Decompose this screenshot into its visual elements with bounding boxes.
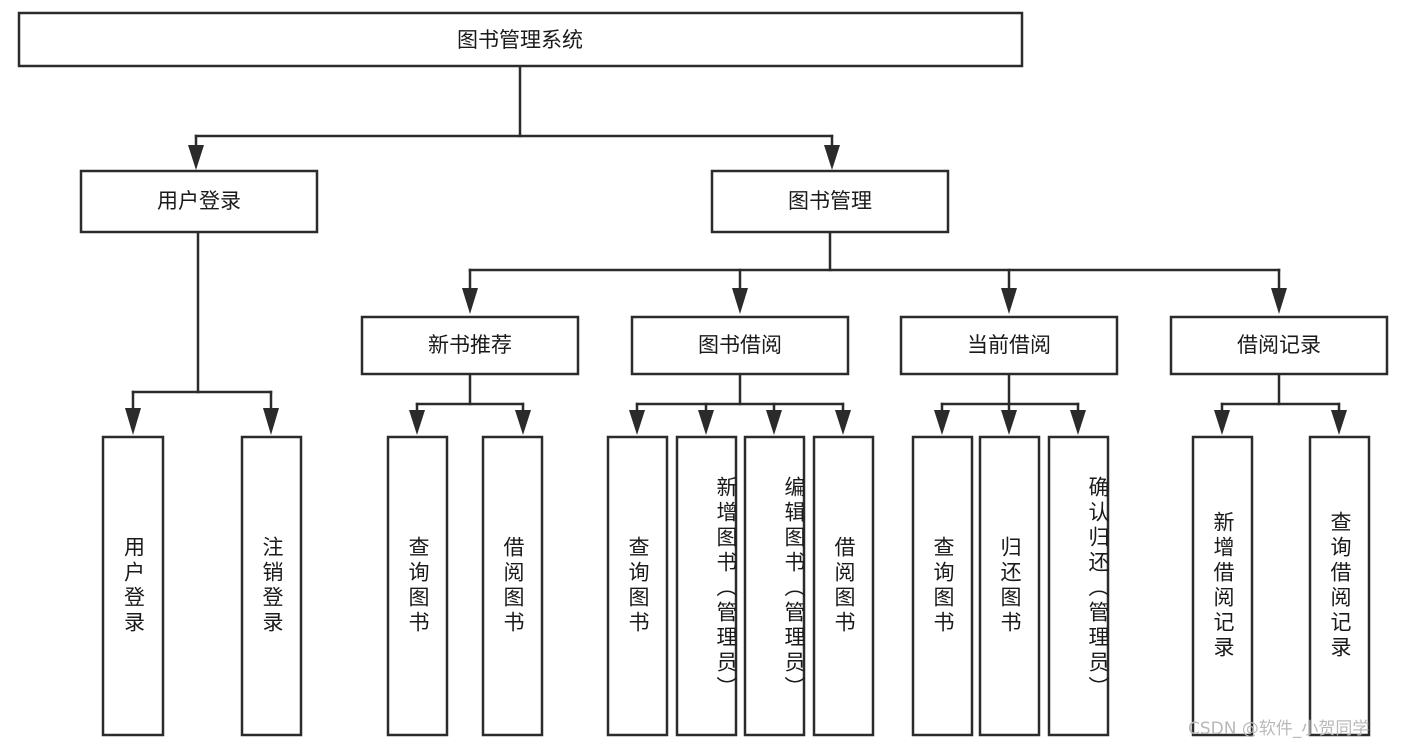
node-book-borrow[interactable]: 图书借阅 bbox=[630, 315, 850, 376]
arrow-head-icon bbox=[188, 145, 204, 170]
node-book-borrow-label: 图书借阅 bbox=[698, 333, 782, 357]
arrow-head-icon bbox=[409, 410, 425, 435]
connector-userlogin-to-leaves bbox=[125, 231, 279, 435]
arrow-head-icon bbox=[1001, 410, 1017, 435]
node-current-borrow[interactable]: 当前借阅 bbox=[899, 315, 1119, 376]
leaf-logout-box[interactable] bbox=[240, 435, 303, 737]
node-user-login-label: 用户登录 bbox=[157, 189, 241, 213]
leaf-edit-book-box[interactable] bbox=[743, 435, 806, 737]
node-new-book-rec-box[interactable] bbox=[360, 315, 580, 376]
leaf-query-book-2-box[interactable] bbox=[606, 435, 669, 737]
leaf-query-record-box[interactable] bbox=[1308, 435, 1371, 737]
node-current-borrow-box[interactable] bbox=[899, 315, 1119, 376]
connector-borrowrecord-to-leaves bbox=[1214, 373, 1347, 435]
node-borrow-record[interactable]: 借阅记录 bbox=[1169, 315, 1389, 376]
leaf-query-book-3-box[interactable] bbox=[911, 435, 974, 737]
arrow-head-icon bbox=[766, 410, 782, 435]
connector-currentborrow-to-leaves bbox=[934, 373, 1086, 435]
leaf-boxes bbox=[101, 435, 1371, 737]
connector-bookmanage-to-level3 bbox=[462, 231, 1287, 314]
node-book-manage-label: 图书管理 bbox=[788, 189, 872, 213]
leaf-borrow-book-1-box[interactable] bbox=[481, 435, 544, 737]
arrow-head-icon bbox=[1331, 410, 1347, 435]
leaf-borrow-book-2-box[interactable] bbox=[812, 435, 875, 737]
arrow-head-icon bbox=[1001, 288, 1017, 314]
node-new-book-rec-label: 新书推荐 bbox=[428, 333, 512, 357]
leaf-add-book-box[interactable] bbox=[675, 435, 738, 737]
leaf-query-book-1-box[interactable] bbox=[386, 435, 449, 737]
node-current-borrow-label: 当前借阅 bbox=[967, 333, 1051, 357]
leaf-add-record-box[interactable] bbox=[1191, 435, 1254, 737]
leaf-return-book-box[interactable] bbox=[978, 435, 1041, 737]
node-book-borrow-box[interactable] bbox=[630, 315, 850, 376]
node-borrow-record-label: 借阅记录 bbox=[1237, 333, 1321, 357]
arrow-head-icon bbox=[629, 410, 645, 435]
connector-bookborrow-to-leaves bbox=[629, 373, 851, 435]
node-root-box[interactable] bbox=[17, 11, 1024, 68]
node-root-label: 图书管理系统 bbox=[457, 28, 583, 52]
node-user-login-box[interactable] bbox=[79, 169, 319, 234]
arrow-head-icon bbox=[263, 408, 279, 435]
arrow-head-icon bbox=[1070, 410, 1086, 435]
leaf-confirm-return-box[interactable] bbox=[1047, 435, 1110, 737]
arrow-head-icon bbox=[515, 410, 531, 435]
arrow-head-icon bbox=[835, 410, 851, 435]
node-borrow-record-box[interactable] bbox=[1169, 315, 1389, 376]
node-user-login[interactable]: 用户登录 bbox=[79, 169, 319, 234]
watermark-text: CSDN @软件_小贺同学 bbox=[1188, 719, 1370, 739]
arrow-head-icon bbox=[125, 408, 141, 435]
arrow-head-icon bbox=[732, 288, 748, 314]
leaf-user-login-box[interactable] bbox=[101, 435, 165, 737]
node-book-manage[interactable]: 图书管理 bbox=[710, 169, 950, 234]
connector-root-to-level2 bbox=[188, 65, 840, 170]
node-root[interactable]: 图书管理系统 bbox=[17, 11, 1024, 68]
arrow-head-icon bbox=[462, 288, 478, 314]
arrow-head-icon bbox=[934, 410, 950, 435]
arrow-head-icon bbox=[824, 145, 840, 170]
arrow-head-icon bbox=[1214, 410, 1230, 435]
node-book-manage-box[interactable] bbox=[710, 169, 950, 234]
arrow-head-icon bbox=[698, 410, 714, 435]
connector-newbookrec-to-leaves bbox=[409, 373, 531, 435]
arrow-head-icon bbox=[1271, 288, 1287, 314]
node-new-book-rec[interactable]: 新书推荐 bbox=[360, 315, 580, 376]
